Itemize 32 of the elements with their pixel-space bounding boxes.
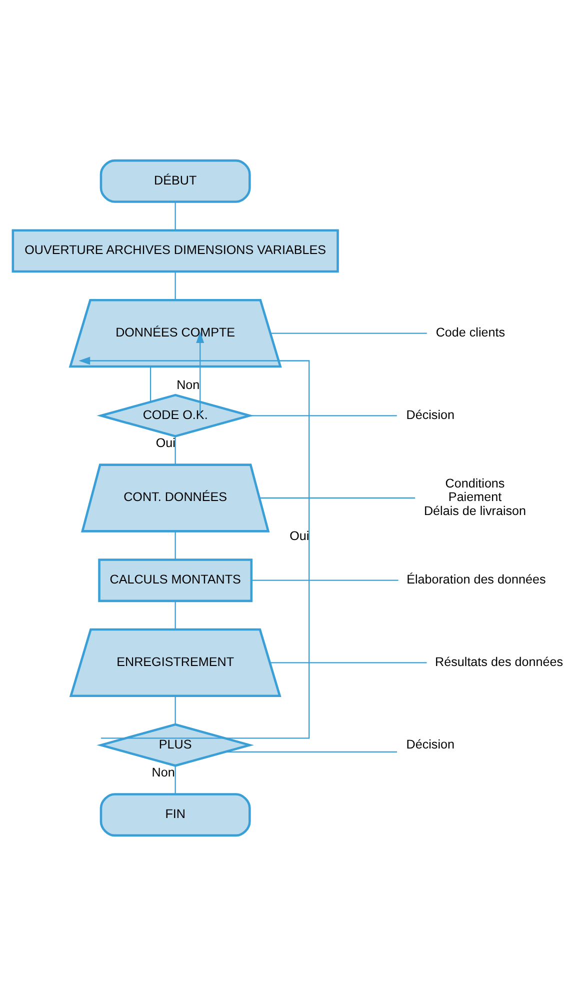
edge-label: Non [152, 764, 175, 779]
node-diamond: PLUS [96, 722, 254, 766]
edge-label: Oui [156, 435, 176, 450]
connector [174, 271, 176, 300]
node-text: Code clients [436, 324, 506, 339]
connector [174, 600, 176, 629]
node-text: Décision [406, 736, 455, 751]
node-box: OUVERTURE ARCHIVES DIMENSIONS VARIABLES [12, 228, 339, 272]
node-text: Décision [406, 407, 455, 422]
connector [250, 414, 397, 416]
node-text: Résultats des données [435, 654, 564, 668]
node-box: CALCULS MONTANTS [98, 558, 253, 602]
connector [270, 332, 427, 334]
connector [260, 496, 416, 498]
connector [174, 531, 176, 559]
connector [174, 766, 176, 794]
connector [270, 662, 427, 663]
arrow [78, 356, 310, 738]
node-text: Élaboration des données [406, 572, 546, 586]
connector [174, 436, 176, 464]
node-diamond: CODE O.K. [96, 393, 254, 437]
arrow [196, 331, 204, 416]
connector [174, 696, 176, 724]
connector [252, 579, 398, 580]
connector [150, 366, 152, 402]
connector [225, 750, 397, 752]
connector [174, 202, 176, 230]
node-text: Conditions Paiement Délais de livraison [424, 476, 526, 518]
edge-label: Non [176, 378, 200, 392]
node-box: DÉBUT [100, 158, 251, 202]
node-box: FIN [100, 792, 251, 836]
edge-label: Oui [290, 528, 310, 543]
